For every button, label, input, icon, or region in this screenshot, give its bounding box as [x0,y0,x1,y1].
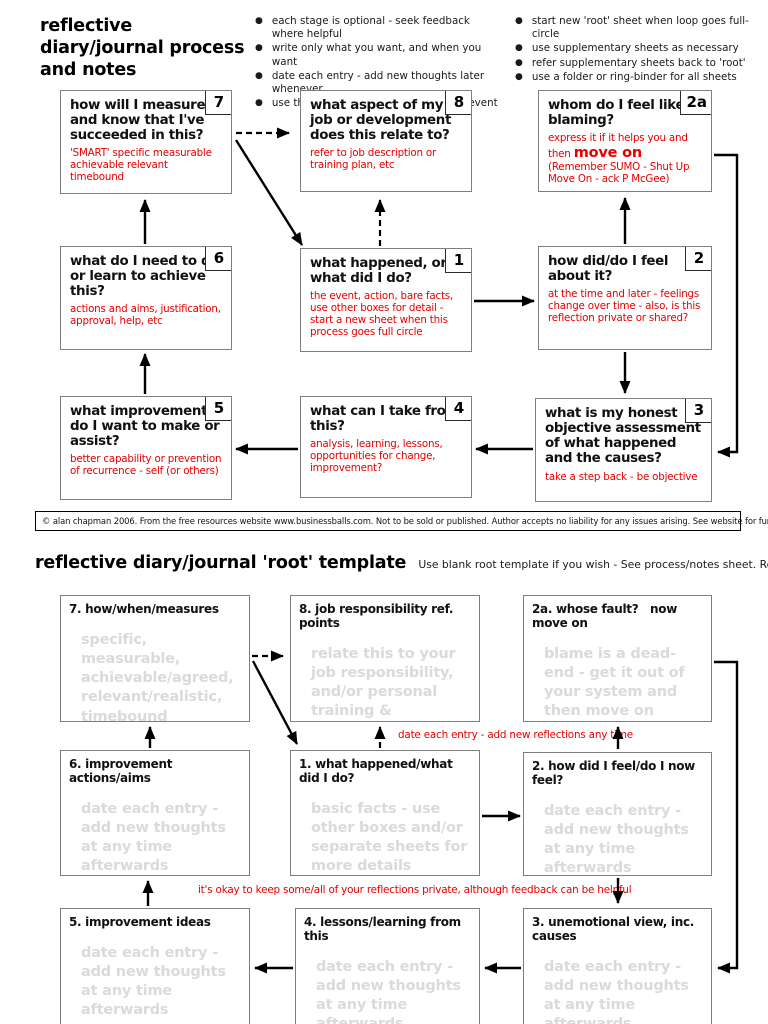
box-heading: how did/do I feel about it? [548,254,669,285]
template-box-header: 2a. whose fault? now move on [532,602,681,630]
box-number-badge: 2 [685,247,711,271]
process-box-6: 6 what do I need to do or learn to achie… [60,246,232,350]
note-text: (Remember SUMO - Shut Up Move On - ack P… [548,161,690,185]
box-note: actions and aims, justification, approva… [70,303,221,328]
box-note: take a step back - be objective [545,470,698,483]
template-box-header: 2. how did I feel/do I now feel? [532,759,699,787]
box-number-badge: 4 [445,397,471,421]
list-item: ● each stage is optional - seek feedback … [255,15,500,41]
template-box-header: 8. job responsibility ref. points [299,602,457,630]
template-box-4: 4. lessons/learning from this date each … [295,908,480,1024]
bullet-icon: ● [515,57,523,68]
template-red-note-top: date each entry - add new reflections an… [398,729,633,741]
template-box-header: 1. what happened/what did I do? [299,757,457,785]
box-note: at the time and later - feelings change … [548,288,701,325]
template-placeholder-text: date each entry - add new thoughts at an… [81,945,231,1019]
process-box-3: 3 what is my honest objective assessment… [535,398,712,502]
template-placeholder-text: blame is a dead-end - get it out of your… [544,646,690,720]
template-box-header: 4. lessons/learning from this [304,915,465,943]
template-placeholder-text: basic facts - use other boxes and/or sep… [311,801,473,875]
box-heading: whom do I feel like blaming? [548,98,685,129]
box-number-badge: 6 [205,247,231,271]
box-note: 'SMART' specific measurable achievable r… [70,147,212,184]
bullet-text: start new 'root' sheet when loop goes fu… [531,15,749,41]
template-box-5: 5. improvement ideas date each entry - a… [60,908,250,1024]
page-title: reflective diary/journal process and not… [40,16,245,80]
template-subtitle: Use blank root template if you wish - Se… [418,558,768,571]
note-text: express it if it helps you and then [548,132,688,161]
box-heading: what can I take from this? [310,404,460,435]
template-box-1: 1. what happened/what did I do? basic fa… [290,750,480,876]
process-box-1: 1 what happened, or what did I do? the e… [300,248,472,352]
box-note: the event, action, bare facts, use other… [310,290,454,339]
process-box-4: 4 what can I take from this? analysis, l… [300,396,472,498]
template-box-header: 5. improvement ideas [69,915,211,929]
template-box-6: 6. improvement actions/aims date each en… [60,750,250,876]
template-title: reflective diary/journal 'root' template [35,553,407,573]
template-box-header: 6. improvement actions/aims [69,757,177,785]
box-note: analysis, learning, lessons, opportuniti… [310,438,443,475]
template-box-2a: 2a. whose fault? now move on blame is a … [523,595,712,722]
bullet-icon: ● [515,71,523,82]
box-heading: what improvement do I want to make or as… [70,404,220,450]
template-box-3: 3. unemotional view, inc. causes date ea… [523,908,712,1024]
process-box-2a: 2a whom do I feel like blaming? express … [538,90,712,192]
bullet-text: refer supplementary sheets back to 'root… [531,56,746,69]
bullet-text: use a folder or ring-binder for all shee… [531,70,737,83]
bullet-text: write only what you want, and when you w… [271,42,482,68]
list-item: ● refer supplementary sheets back to 'roo… [515,57,750,70]
template-placeholder-text: date each entry - add new thoughts at an… [544,803,694,876]
template-placeholder-text: specific, measurable, achievable/agreed,… [81,632,239,722]
template-title-row: reflective diary/journal 'root' template… [35,553,768,573]
box-number-badge: 5 [205,397,231,421]
bullet-text: each stage is optional - seek feedback w… [271,15,470,41]
process-box-7: 7 how will I measure and know that I've … [60,90,232,194]
arrow-7-to-1-diagonal [234,139,304,246]
template-box-2: 2. how did I feel/do I now feel? date ea… [523,752,712,876]
process-box-8: 8 what aspect of my job or development d… [300,90,472,192]
bullet-icon: ● [255,70,263,81]
box-note: refer to job description or training pla… [310,147,437,172]
box-heading: what happened, or what did I do? [310,256,447,287]
box-number-badge: 7 [205,91,231,115]
list-item: ● write only what you want, and when you … [255,42,500,68]
template-box-7: 7. how/when/measures specific, measurabl… [60,595,250,722]
template-box-header: 3. unemotional view, inc. causes [532,915,698,943]
process-notes-list-right: ● start new 'root' sheet when loop goes f… [515,15,750,85]
list-item: ● start new 'root' sheet when loop goes f… [515,15,750,41]
bullet-icon: ● [255,98,263,109]
process-box-5: 5 what improvement do I want to make or … [60,396,232,500]
copyright-bar: © alan chapman 2006. From the free resou… [35,511,768,531]
box-note: express it if it helps you and then move… [548,132,703,186]
bullet-text: use supplementary sheets as necessary [531,42,739,55]
bullet-icon: ● [255,16,263,26]
list-item: ● use a folder or ring-binder for all she… [515,71,750,84]
bullet-icon: ● [515,43,523,54]
template-placeholder-text: date each entry - add new thoughts at an… [81,801,231,875]
move-on-emphasis: move on [573,145,642,162]
template-placeholder-text: relate this to your job responsibility, … [311,646,456,720]
box-number-badge: 3 [685,399,711,423]
box-heading: what aspect of my job or development doe… [310,98,452,144]
box-heading: what is my honest objective assessment o… [545,406,701,467]
template-placeholder-text: date each entry - add new thoughts at an… [316,959,461,1024]
bullet-icon: ● [515,16,523,26]
template-box-8: 8. job responsibility ref. points relate… [290,595,480,722]
box-note: better capability or prevention of recur… [70,453,222,478]
box-number-badge: 2a [680,91,711,115]
box-number-badge: 8 [445,91,471,115]
template-box-header: 7. how/when/measures [69,602,219,616]
template-placeholder-text: date each entry - add new thoughts at an… [544,959,689,1024]
arrow-t2a-loop-to-t3 [714,660,739,974]
box-heading: what do I need to do or learn to achieve… [70,254,220,300]
bullet-icon: ● [255,43,263,54]
arrow-2a-loop-to-3 [714,153,739,458]
process-box-2: 2 how did/do I feel about it? at the tim… [538,246,712,350]
template-red-note-bottom: it's okay to keep some/all of your refle… [198,884,632,896]
box-number-badge: 1 [445,249,471,273]
box-heading: how will I measure and know that I've su… [70,98,206,144]
list-item: ● use supplementary sheets as necessary [515,42,750,55]
